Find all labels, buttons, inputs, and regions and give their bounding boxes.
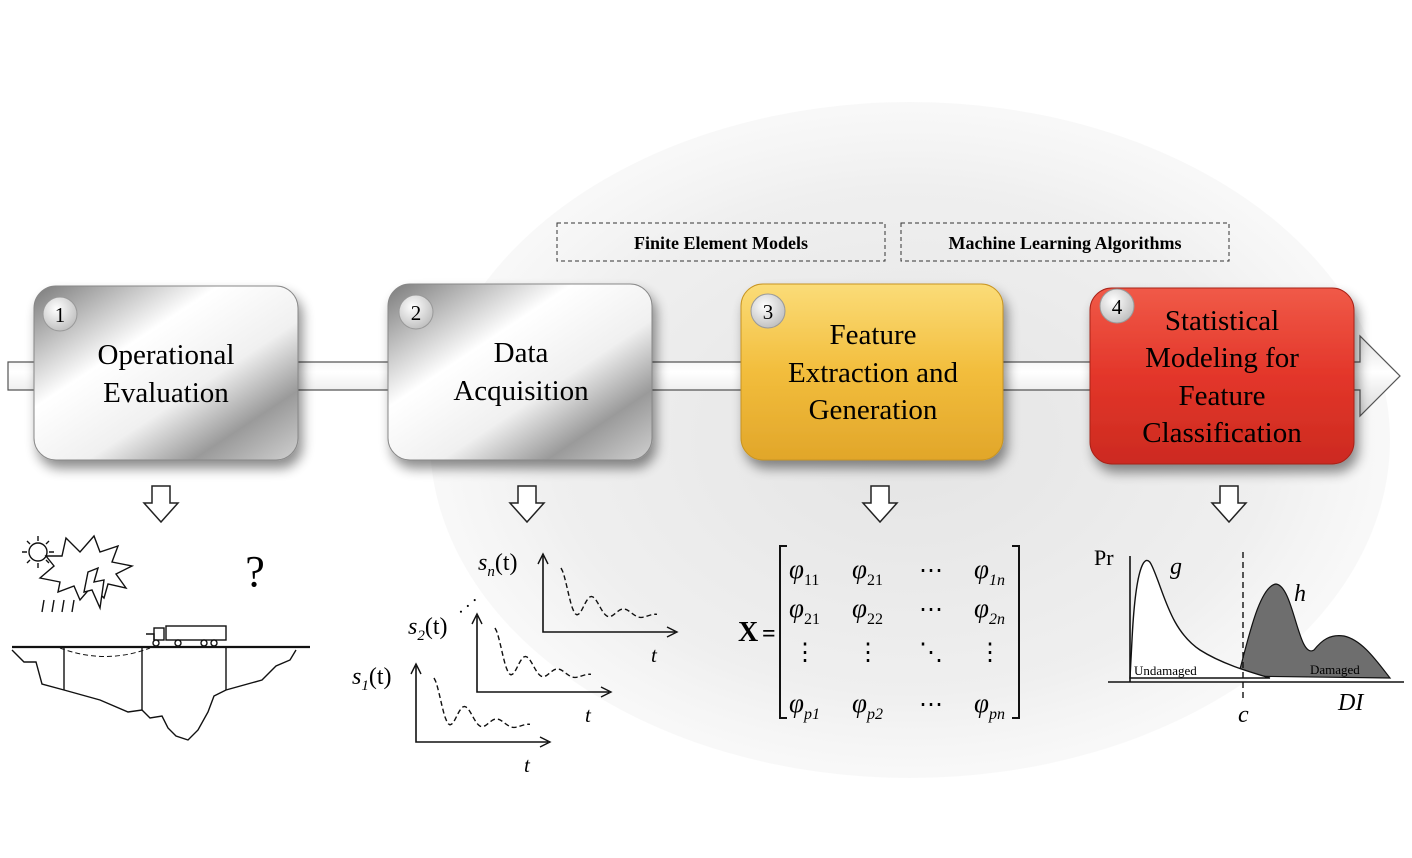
- step-4-line-4: Classification: [1142, 417, 1302, 449]
- matrix-entry: φ21: [852, 554, 883, 589]
- step-1-number: 1: [55, 303, 66, 327]
- signal-y-arrowhead: [471, 612, 483, 625]
- matrix-entry: φ2n: [974, 593, 1005, 628]
- step-3-line-1: Feature: [830, 319, 917, 351]
- time-axis-label: t: [651, 643, 658, 667]
- undamaged-region-label: Undamaged: [1134, 663, 1197, 678]
- valley-terrain: [11, 649, 297, 741]
- signal-y-arrowhead: [410, 662, 422, 675]
- rain-icon: [41, 599, 75, 613]
- signal-label: s2(t): [408, 614, 448, 644]
- threshold-label: c: [1238, 702, 1249, 728]
- step-2-line-2: Acquisition: [453, 375, 589, 407]
- ml-label: Machine Learning Algorithms: [949, 233, 1182, 253]
- signal-ellipsis: . . .: [449, 587, 479, 617]
- damaged-distribution-area: [1237, 583, 1392, 679]
- framework-ml: Machine Learning Algorithms: [900, 222, 1230, 262]
- step-4-line-1: Statistical: [1165, 305, 1279, 337]
- step-1-line-2: Evaluation: [103, 377, 229, 409]
- matrix-ellipsis: ⋯: [919, 597, 943, 623]
- undamaged-distribution-area: [1129, 559, 1271, 679]
- matrix-entry: φ11: [789, 554, 819, 589]
- matrix-right-bracket: [1012, 545, 1020, 719]
- matrix-ellipsis: ⋮: [978, 640, 1002, 666]
- matrix-left-bracket: [779, 545, 787, 719]
- bridge-piers: [63, 648, 227, 710]
- step-3-line-3: Generation: [809, 394, 938, 426]
- feature-matrix: X = φ11 φ21 ⋯ φ1n φ21 φ22 ⋯ φ2n ⋮ ⋮ ⋱ ⋮ φp1 φp2 ⋯ φpn: [738, 545, 1020, 723]
- step-4-line-3: Feature: [1179, 380, 1266, 412]
- down-arrow-4: [1210, 485, 1248, 524]
- down-arrow-1: [142, 485, 180, 524]
- step-3-badge: [750, 293, 786, 329]
- storm-cloud-icon: [38, 534, 135, 602]
- step-1-box: 1 Operational Evaluation: [33, 285, 299, 461]
- step-4-box: 4 Statistical Modeling for Feature Class…: [1089, 287, 1355, 465]
- sun-icon: [22, 536, 54, 568]
- y-axis-label: Pr: [1094, 545, 1114, 570]
- step-1-line-1: Operational: [98, 339, 235, 371]
- down-arrows: [142, 485, 1248, 524]
- signal-x-arrowhead: [539, 736, 552, 748]
- step-3-line-2: Extraction and: [788, 357, 958, 389]
- step-3-box: 3 Feature Extraction and Generation: [740, 283, 1004, 461]
- matrix-ellipsis: ⋱: [919, 640, 943, 666]
- step-2-line-1: Data: [494, 337, 549, 369]
- signal-axes: [542, 556, 675, 633]
- undamaged-curve-label: g: [1170, 554, 1182, 580]
- signal-x-arrowhead: [600, 686, 613, 698]
- matrix-equals: =: [762, 621, 776, 647]
- signal-axes: [415, 666, 548, 743]
- damaged-curve-label: h: [1294, 581, 1306, 607]
- matrix-ellipsis: ⋮: [856, 640, 880, 666]
- down-arrow-2: [508, 485, 546, 524]
- x-axis-label: DI: [1337, 690, 1364, 716]
- signal-waveform: [433, 677, 531, 729]
- matrix-entry: φp1: [789, 688, 820, 723]
- matrix-ellipsis: ⋯: [919, 692, 943, 718]
- matrix-ellipsis: ⋯: [919, 558, 943, 584]
- step-2-box: 2 Data Acquisition: [387, 283, 653, 461]
- step-1-badge: [42, 296, 78, 332]
- matrix-ellipsis: ⋮: [793, 640, 817, 666]
- signal-y-arrowhead: [537, 552, 549, 565]
- fem-label: Finite Element Models: [634, 233, 808, 253]
- step-2-badge: [398, 294, 434, 330]
- operational-illustration: [11, 534, 310, 741]
- signal-waveform: [560, 567, 658, 619]
- matrix-entry: φpn: [974, 688, 1005, 723]
- step-3-number: 3: [763, 300, 774, 324]
- signal-axes: [476, 616, 609, 693]
- damage-distribution-plot: Pr g h Undamaged Damaged c DI: [1094, 545, 1404, 728]
- signal-label: sn(t): [478, 550, 518, 580]
- lightning-icon: [83, 566, 105, 611]
- signal-waveform: [494, 627, 592, 679]
- matrix-entry: φ21: [789, 593, 820, 628]
- step-4-line-2: Modeling for: [1145, 342, 1299, 374]
- signals-illustration: sn(t) t s2(t) t s1(t) t . . .: [352, 550, 679, 777]
- step-2-number: 2: [411, 301, 422, 325]
- truck-icon: [146, 625, 227, 647]
- down-arrow-3: [861, 485, 899, 524]
- matrix-entry: φ1n: [974, 554, 1005, 589]
- matrix-entry: φp2: [852, 688, 883, 723]
- signal-label: s1(t): [352, 664, 392, 694]
- matrix-name: X: [738, 617, 758, 648]
- framework-fem: Finite Element Models: [556, 222, 886, 262]
- uncertainty-question-mark: ?: [245, 547, 265, 596]
- signal-x-arrowhead: [666, 626, 679, 638]
- damaged-region-label: Damaged: [1310, 662, 1360, 677]
- time-axis-label: t: [524, 753, 531, 777]
- matrix-entry: φ22: [852, 593, 883, 628]
- time-axis-label: t: [585, 703, 592, 727]
- step-4-number: 4: [1112, 295, 1123, 319]
- step-4-badge: [1099, 288, 1135, 324]
